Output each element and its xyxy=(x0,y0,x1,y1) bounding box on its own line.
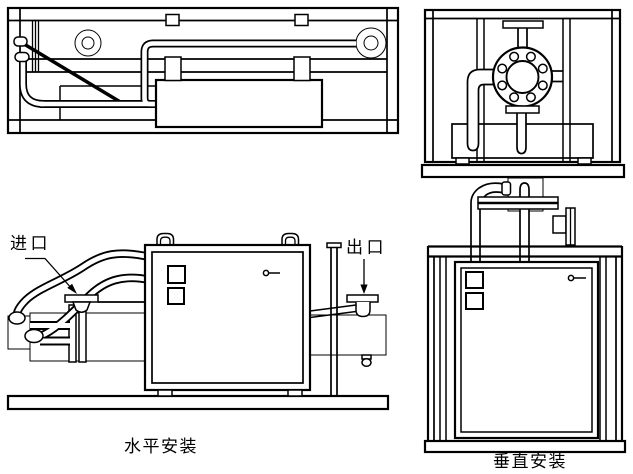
flange-circle xyxy=(491,46,554,108)
lifting-lugs xyxy=(156,232,300,245)
junction-box-plan xyxy=(154,78,324,129)
pipe-end-cap xyxy=(24,328,44,344)
cabinet-foot xyxy=(157,389,173,397)
outlet-arrowhead-icon xyxy=(360,284,368,294)
control-cabinet xyxy=(143,243,312,397)
bolt-hole xyxy=(497,63,508,74)
outlet-callout: 出口 xyxy=(346,238,387,294)
left-port-circle xyxy=(74,29,102,57)
inlet-flange xyxy=(64,294,99,313)
inlet-leader-line xyxy=(25,257,74,291)
lower-flange-bar xyxy=(505,105,540,114)
piping-plan xyxy=(13,36,356,108)
horizontal-top-view xyxy=(6,6,400,135)
pipe-end-cap xyxy=(501,181,512,196)
bolt-hole xyxy=(537,63,548,74)
horizontal-side-view: 进口 出口 水平安装 xyxy=(6,232,390,457)
bolt-hole xyxy=(537,80,548,91)
indicator-square xyxy=(167,265,186,284)
vertical-side-view: 垂直安装 xyxy=(423,177,627,472)
inlet-label: 进口 xyxy=(10,234,51,254)
inlet-callout: 进口 xyxy=(10,234,77,294)
bolt-hole xyxy=(497,80,508,91)
elbow-pipe xyxy=(466,68,494,152)
outlet-label: 出口 xyxy=(346,238,387,258)
center-pipe xyxy=(519,182,530,266)
vertical-side-frame xyxy=(426,245,624,443)
cabinet-foot xyxy=(287,389,303,397)
right-riser-pipe xyxy=(326,242,342,396)
top-flange-bars xyxy=(477,196,559,210)
outlet-flange xyxy=(346,294,379,318)
indicator-square xyxy=(465,292,484,310)
door-handle xyxy=(262,269,280,277)
vertical-caption: 垂直安装 xyxy=(493,452,567,472)
heater-tank-right xyxy=(309,314,387,356)
door-handle xyxy=(567,274,586,282)
right-stub-pipe xyxy=(552,70,563,83)
vertical-top-base-bar xyxy=(420,163,626,179)
right-port-circle xyxy=(355,27,387,59)
pipe-end-cap xyxy=(14,51,30,63)
drain-fitting xyxy=(361,354,372,368)
vertical-top-view xyxy=(420,8,626,179)
base-plate xyxy=(6,394,390,411)
right-nozzle-plate xyxy=(552,207,576,246)
elbow-pipe-side xyxy=(470,182,505,266)
bolt-hole xyxy=(525,51,536,62)
bolt-hole xyxy=(509,92,520,103)
horizontal-caption: 水平安装 xyxy=(124,437,198,457)
control-cabinet-vertical xyxy=(453,260,600,440)
inlet-arrowhead-icon xyxy=(67,283,77,294)
vertical-base-bar xyxy=(423,439,627,454)
mount-foot xyxy=(577,157,592,165)
bolt-hole xyxy=(525,92,536,103)
indicator-square xyxy=(167,287,185,305)
indicator-square xyxy=(465,271,484,289)
inlet-piping xyxy=(8,249,151,346)
bolt-hole xyxy=(509,51,520,62)
top-tee-pipe xyxy=(502,20,544,48)
pipe-end-cap xyxy=(8,311,26,325)
pipe-end-cap xyxy=(13,36,28,47)
mount-foot xyxy=(455,157,470,165)
top-clips xyxy=(165,13,309,27)
down-pipe xyxy=(516,112,527,155)
mid-clips xyxy=(164,56,311,82)
